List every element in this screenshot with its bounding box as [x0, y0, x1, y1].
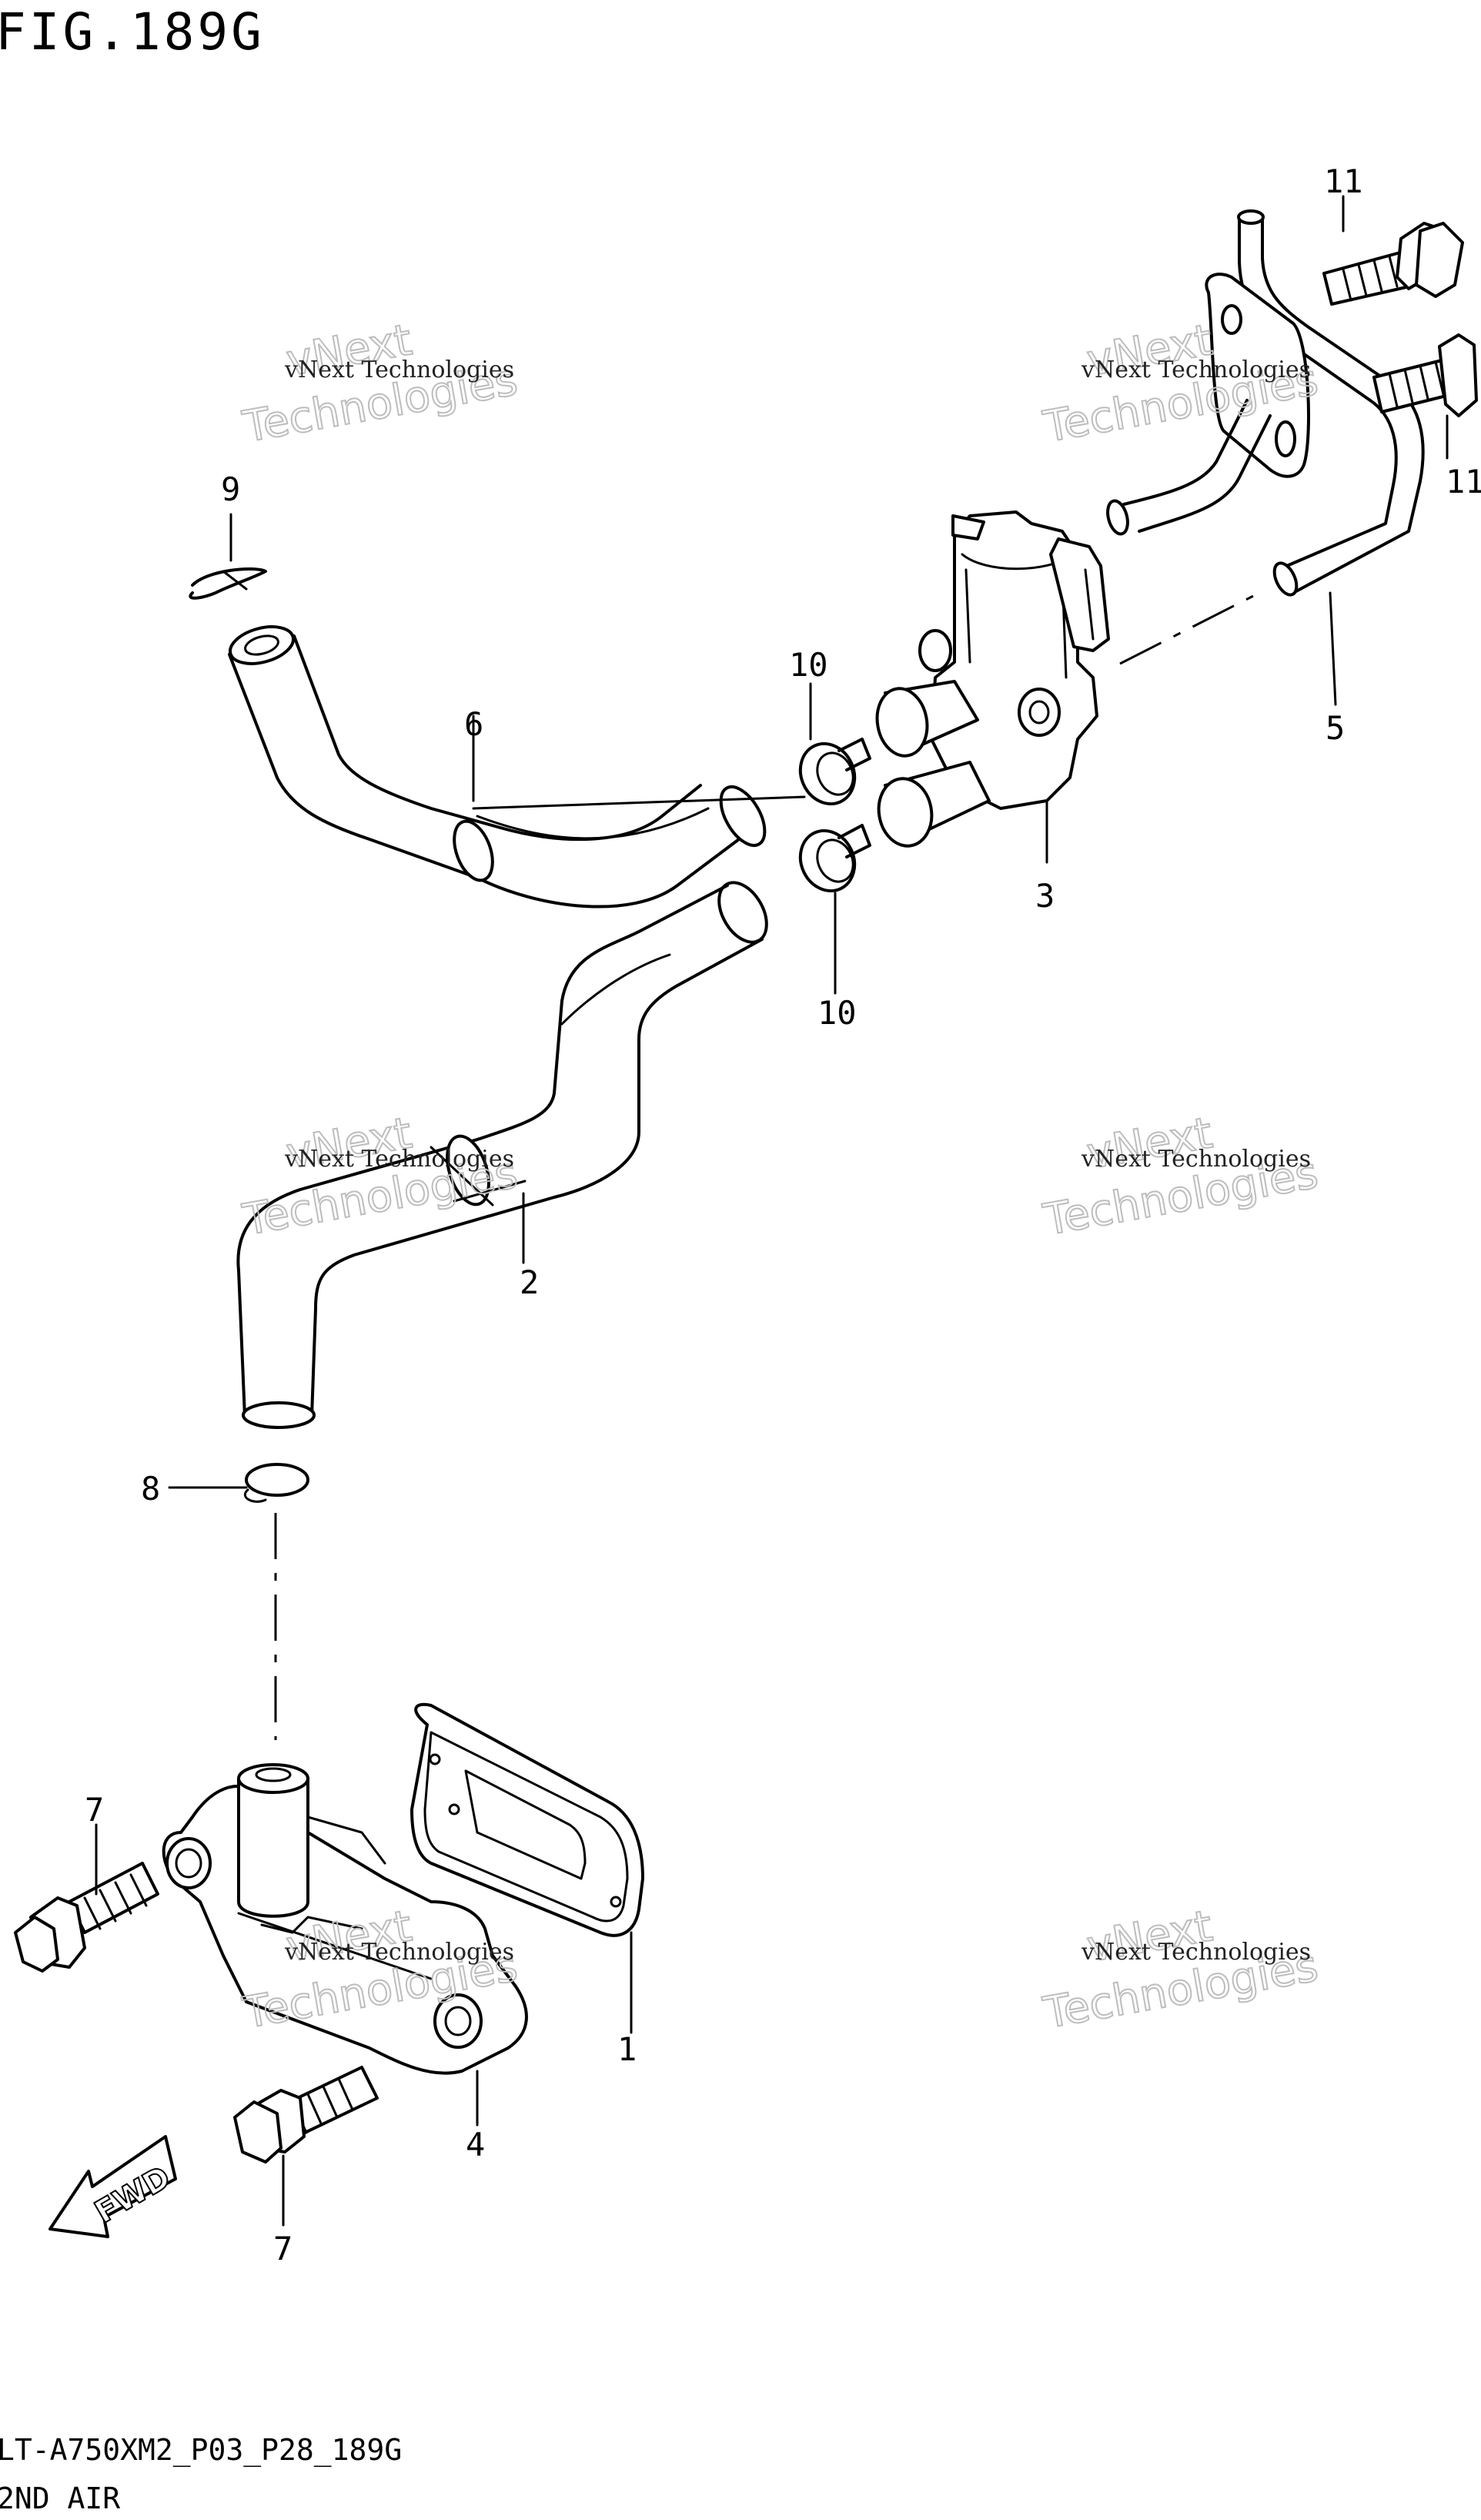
callout-7-upper: 7 [85, 1791, 104, 1829]
callout-9: 9 [221, 470, 240, 508]
fwd-arrow: FWD [48, 2135, 177, 2238]
assembly-line-upper [1119, 590, 1263, 665]
watermark-line: vNext Technologies [1081, 356, 1311, 383]
callout-6: 6 [464, 705, 483, 743]
callout-8: 8 [141, 1470, 160, 1508]
watermark-line: vNext Technologies [1081, 1939, 1311, 1966]
watermark-mid-left: vNext Technologies vNext Technologies [239, 1107, 523, 1247]
callout-4: 4 [466, 2126, 485, 2164]
part-10-clamp-upper [798, 682, 871, 805]
part-2-hose [236, 881, 768, 1429]
part-3-valve [875, 510, 1110, 864]
part-11-bolt-upper [1322, 195, 1464, 306]
callout-3: 3 [1035, 877, 1055, 915]
watermark-line: vNext Technologies [284, 356, 514, 383]
callout-11-upper: 11 [1324, 162, 1363, 200]
part-4-bracket [162, 1763, 528, 2127]
part-7-bolt-lower [233, 2066, 379, 2227]
part-10-clamp-lower [798, 824, 871, 995]
callout-1: 1 [617, 2030, 637, 2068]
watermark-top-left: vNext Technologies vNext Technologies [239, 314, 523, 453]
callout-7-lower: 7 [273, 2230, 293, 2267]
callout-2: 2 [520, 1263, 539, 1301]
watermark-bottom-right: vNext Technologies vNext Technologies [1039, 1900, 1323, 2040]
watermark-line: vNext Technologies [284, 1146, 514, 1173]
section-name: 2ND AIR [0, 2482, 120, 2515]
part-8-clip [168, 1463, 309, 1503]
part-9-clip [189, 513, 267, 600]
model-code: LT-A750XM2_P03_P28_189G [0, 2433, 402, 2468]
callout-10-upper: 10 [789, 646, 828, 684]
watermark-mid-right: vNext Technologies vNext Technologies [1039, 1107, 1323, 1247]
watermark-line: vNext Technologies [284, 1939, 514, 1966]
part-7-bolt-upper [14, 1823, 159, 1973]
callout-5: 5 [1326, 709, 1345, 747]
watermark-line: vNext Technologies [1081, 1146, 1311, 1173]
part-5-pipe [1106, 209, 1425, 706]
figure-title: FIG.189G [0, 2, 265, 62]
part-11-bolt-lower [1372, 333, 1478, 460]
part-1-gasket [410, 1702, 644, 2034]
callout-10-lower: 10 [817, 994, 857, 1032]
part-6-hose [228, 625, 806, 909]
callout-11-lower: 11 [1446, 463, 1481, 500]
